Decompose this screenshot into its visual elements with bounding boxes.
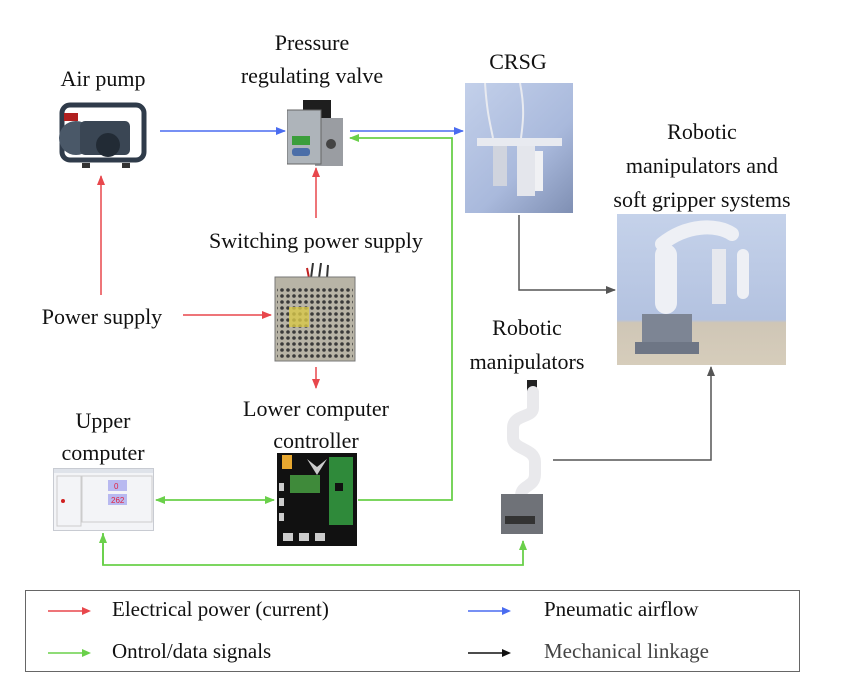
robot-system-label-1: Robotic <box>667 119 737 144</box>
robot-manipulators-label-1: Robotic <box>492 315 562 340</box>
crsg-image <box>465 83 573 213</box>
air-pump-image <box>59 102 147 168</box>
robot-manipulators-label-2: manipulators <box>469 349 585 374</box>
legend-label-control: Ontrol/data signals <box>112 639 272 663</box>
legend-label-mechanical: Mechanical linkage <box>544 639 710 663</box>
robot-system-image <box>617 214 786 365</box>
legend-arrow-electrical <box>48 607 91 615</box>
legend-label-electrical: Electrical power (current) <box>112 597 329 621</box>
pressure-valve-label-2: regulating valve <box>240 63 384 88</box>
svg-text:0: 0 <box>114 482 119 491</box>
legend-label-pneumatic: Pneumatic airflow <box>544 597 699 621</box>
legend-arrow-control <box>48 649 91 657</box>
upper-computer-label-1: Upper <box>75 408 131 433</box>
legend-arrow-pneumatic <box>468 607 511 615</box>
upper-computer-image: 0 262 <box>53 468 154 531</box>
robot-system-label-3: soft gripper systems <box>613 187 791 212</box>
air-pump-label: Air pump <box>60 66 146 91</box>
lower-controller-label-1: Lower computer <box>243 396 389 421</box>
power-supply-label: Power supply <box>41 304 163 329</box>
robot-manipulator-image <box>501 380 543 534</box>
upper-computer-label-2: computer <box>61 440 145 465</box>
pressure-valve-label-1: Pressure <box>274 30 350 55</box>
switching-power-label: Switching power supply <box>209 228 423 253</box>
robot-system-label-2: manipulators and <box>625 153 779 178</box>
wire-controller-to-valve <box>349 134 453 501</box>
crsg-label: CRSG <box>489 49 547 74</box>
wire-crsg-to-system <box>518 215 616 294</box>
switching-power-image <box>273 263 357 363</box>
lower-controller-image <box>277 453 357 546</box>
svg-text:262: 262 <box>111 496 125 505</box>
lower-controller-label-2: controller <box>273 428 359 453</box>
legend-arrow-mechanical <box>468 649 511 657</box>
legend: Electrical power (current) Pneumatic air… <box>25 590 800 672</box>
pressure-valve-image <box>287 100 343 166</box>
wire-robot-to-system <box>553 366 715 461</box>
